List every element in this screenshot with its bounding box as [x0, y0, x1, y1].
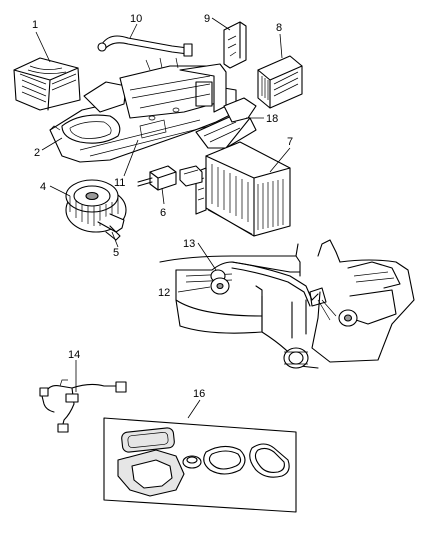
callout-11: 11 — [114, 177, 125, 189]
part-10-harness — [97, 35, 193, 57]
part-14-sensor-harness — [39, 379, 127, 433]
part-8-module — [257, 55, 303, 109]
detail-dash-inset — [159, 239, 415, 369]
callout-2: 2 — [34, 147, 40, 159]
callout-10: 10 — [130, 13, 142, 25]
callout-1: 1 — [32, 19, 38, 31]
part-1-filter-box — [13, 57, 81, 111]
callout-16: 16 — [193, 388, 205, 400]
part-18-duct — [195, 97, 257, 149]
callout-9: 9 — [204, 13, 210, 25]
callout-6: 6 — [160, 207, 166, 219]
callout-12: 12 — [158, 287, 170, 299]
part-4-blower-motor — [65, 179, 127, 241]
callout-8: 8 — [276, 22, 282, 34]
part-6-actuator — [137, 165, 203, 191]
part-7-heater-core — [195, 141, 291, 237]
callout-14: 14 — [68, 349, 80, 361]
callout-13: 13 — [183, 238, 195, 250]
part-9-bracket — [223, 21, 247, 69]
callout-18: 18 — [266, 113, 278, 125]
part-2-housing — [49, 57, 237, 163]
callout-5: 5 — [113, 247, 119, 259]
part-16-seal-kit — [103, 417, 297, 513]
callout-4: 4 — [40, 181, 46, 193]
callout-7: 7 — [287, 136, 293, 148]
